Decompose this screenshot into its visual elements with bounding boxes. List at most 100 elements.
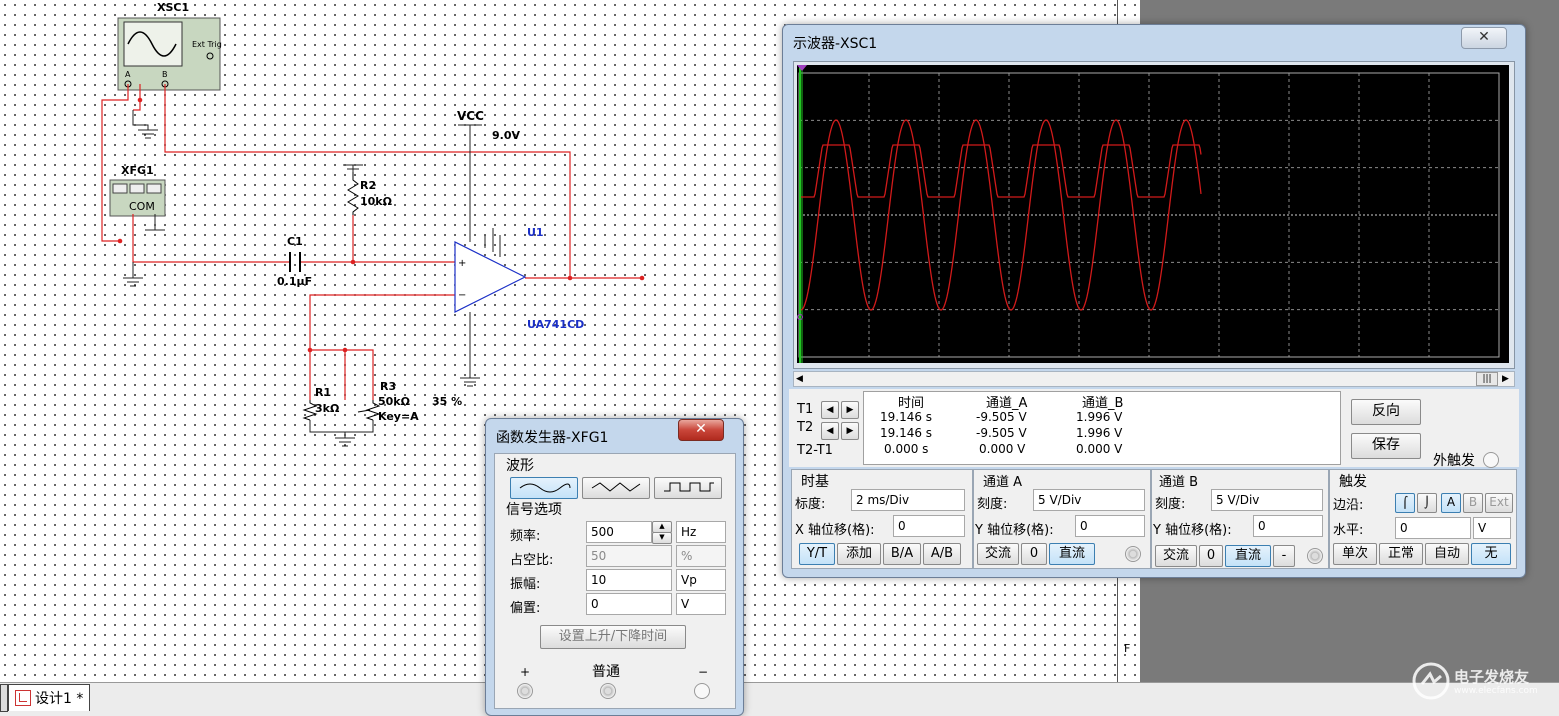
yt-button[interactable]: Y/T: [799, 543, 835, 565]
scroll-right-icon[interactable]: ▶: [1502, 374, 1509, 384]
r3-percent: 35 %: [432, 395, 463, 408]
channel-a-dc-button[interactable]: 直流: [1049, 543, 1095, 565]
triangle-wave-icon: [591, 482, 641, 492]
schematic-doc-icon: [15, 690, 31, 706]
freq-unit[interactable]: Hz: [676, 521, 726, 543]
r1-label: R1: [315, 386, 332, 399]
trigger-level-field[interactable]: 0: [1395, 517, 1471, 539]
channel-a-zero-button[interactable]: 0: [1021, 543, 1047, 565]
timebase-xpos-label: X 轴位移(格):: [795, 523, 875, 538]
freq-down-icon[interactable]: ▼: [652, 532, 672, 544]
scroll-thumb[interactable]: |||: [1476, 372, 1498, 386]
offset-field[interactable]: 0: [586, 593, 672, 615]
add-button[interactable]: 添加: [837, 543, 881, 565]
reverse-button[interactable]: 反向: [1351, 399, 1421, 425]
timebase-xpos-field[interactable]: 0: [893, 515, 965, 537]
timebase-scale-label: 标度:: [795, 497, 826, 512]
t1-chb: 1.996 V: [1076, 410, 1123, 424]
ext-trigger-terminal[interactable]: [1483, 452, 1499, 468]
timebase-scale-field[interactable]: 2 ms/Div: [851, 489, 965, 511]
channel-b-terminal[interactable]: [1307, 548, 1323, 564]
trigger-single-button[interactable]: 单次: [1333, 543, 1377, 565]
channel-b-zero-button[interactable]: 0: [1199, 545, 1223, 567]
duty-field[interactable]: 50: [586, 545, 672, 567]
save-button[interactable]: 保存: [1351, 433, 1421, 459]
ab-button[interactable]: A/B: [923, 543, 961, 565]
triangle-wave-button[interactable]: [582, 477, 650, 499]
trigger-normal-button[interactable]: 正常: [1379, 543, 1423, 565]
trigger-auto-button[interactable]: 自动: [1425, 543, 1469, 565]
channel-a-ac-button[interactable]: 交流: [977, 543, 1019, 565]
cursor-readout-table: 时间 通道_A 通道_B 19.146 s -9.505 V 1.996 V 1…: [863, 391, 1341, 465]
oscilloscope-instrument-icon: [117, 17, 221, 91]
function-generator-title: 函数发生器-XFG1: [496, 430, 609, 446]
falling-edge-icon[interactable]: ⌡: [1417, 493, 1437, 513]
duty-unit[interactable]: %: [676, 545, 726, 567]
dt-chb: 0.000 V: [1076, 442, 1123, 456]
trigger-level-label: 水平:: [1333, 523, 1364, 538]
t1-label: T1: [797, 402, 814, 417]
common-terminal[interactable]: [600, 683, 616, 699]
common-terminal-label: 普通: [592, 664, 620, 680]
function-generator-window: 函数发生器-XFG1 ✕ 波形 信号选项 频率: 500 ▲ ▼ Hz 占空比:…: [485, 418, 744, 716]
t1-left-button[interactable]: ◀: [821, 401, 839, 419]
t2-label: T2: [797, 420, 814, 435]
rising-edge-icon[interactable]: ⌠: [1395, 493, 1415, 513]
freq-label: 频率:: [510, 529, 541, 544]
xsc1-b-terminal: B: [162, 70, 168, 79]
watermark: 电子发烧友 www.elecfans.com: [1410, 660, 1550, 702]
waveform-group-label: 波形: [506, 458, 534, 474]
ba-button[interactable]: B/A: [883, 543, 921, 565]
bottom-tab-bar: [0, 682, 1559, 716]
t1-time: 19.146 s: [880, 410, 933, 424]
tab-design1[interactable]: 设计1 *: [8, 684, 91, 711]
oscilloscope-close-button[interactable]: ✕: [1461, 27, 1507, 49]
amp-field[interactable]: 10: [586, 569, 672, 591]
u1-label: U1: [527, 226, 544, 239]
function-generator-close-button[interactable]: ✕: [678, 419, 724, 441]
offset-unit[interactable]: V: [676, 593, 726, 615]
vcc-value: 9.0V: [492, 129, 520, 142]
channel-b-title: 通道 B: [1159, 475, 1199, 490]
plus-terminal[interactable]: [517, 683, 533, 699]
scope-scrollbar[interactable]: ◀ ||| ▶: [793, 371, 1515, 387]
trigger-none-button[interactable]: 无: [1471, 543, 1511, 565]
t2-right-button[interactable]: ▶: [841, 422, 859, 440]
trigger-source-b-button[interactable]: B: [1463, 493, 1483, 513]
t2t1-label: T2-T1: [797, 443, 833, 458]
channel-a-terminal[interactable]: [1125, 546, 1141, 562]
svg-text:+: +: [458, 258, 466, 269]
trigger-level-unit[interactable]: V: [1473, 517, 1511, 539]
watermark-logo-icon: [1412, 662, 1450, 700]
svg-text:−: −: [458, 290, 466, 301]
xsc1-a-terminal: A: [125, 70, 131, 79]
opamp-u1: + −: [454, 241, 527, 313]
square-wave-button[interactable]: [654, 477, 722, 499]
channel-b-minus-button[interactable]: -: [1273, 545, 1295, 567]
t2-left-button[interactable]: ◀: [821, 422, 839, 440]
channel-a-scale-field[interactable]: 5 V/Div: [1033, 489, 1145, 511]
r2-resistor: [347, 172, 359, 215]
scope-display[interactable]: [797, 65, 1509, 363]
trigger-source-ext-button[interactable]: Ext: [1485, 493, 1513, 513]
t1-right-button[interactable]: ▶: [841, 401, 859, 419]
amp-unit[interactable]: Vp: [676, 569, 726, 591]
channel-a-ypos-field[interactable]: 0: [1075, 515, 1145, 537]
function-generator-instrument-icon: [109, 179, 166, 217]
scroll-left-icon[interactable]: ◀: [796, 374, 803, 384]
channel-b-ypos-field[interactable]: 0: [1253, 515, 1323, 537]
tab-scroll-left[interactable]: [0, 684, 8, 712]
sine-wave-button[interactable]: [510, 477, 578, 499]
rise-fall-time-button[interactable]: 设置上升/下降时间: [540, 625, 686, 649]
c1-label: C1: [287, 235, 303, 248]
channel-b-scale-field[interactable]: 5 V/Div: [1211, 489, 1323, 511]
vcc-label: VCC: [457, 109, 484, 123]
minus-terminal[interactable]: [694, 683, 710, 699]
channel-b-dc-button[interactable]: 直流: [1225, 545, 1271, 567]
sine-wave-icon: [519, 483, 571, 493]
channel-b-ac-button[interactable]: 交流: [1155, 545, 1197, 567]
freq-field[interactable]: 500: [586, 521, 652, 543]
trigger-source-a-button[interactable]: A: [1441, 493, 1461, 513]
u1-part: UA741CD: [527, 318, 585, 331]
ground-symbols: [123, 124, 482, 447]
